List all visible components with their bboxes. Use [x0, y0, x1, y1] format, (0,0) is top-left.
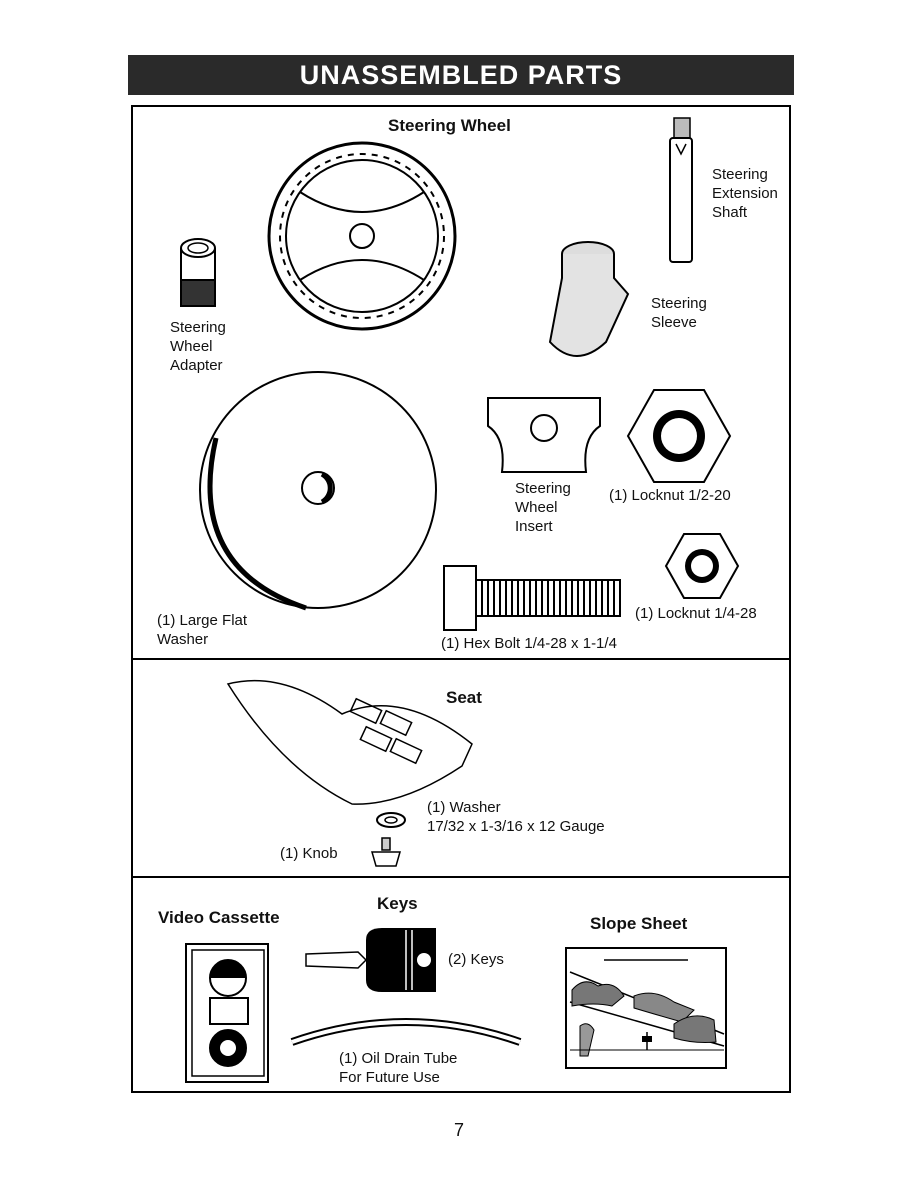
slope-sheet-drawing [565, 947, 727, 1069]
knob-label: (1) Knob [280, 845, 338, 862]
section-divider-2 [131, 876, 791, 878]
wheel-insert-label: Steering Wheel Insert [515, 480, 571, 535]
wheel-adapter-label: Steering Wheel Adapter [170, 319, 226, 374]
keys-label: (2) Keys [448, 951, 504, 968]
wheel-adapter-drawing [180, 238, 216, 307]
key-drawing [305, 928, 436, 992]
seat-label: Seat [446, 688, 482, 707]
locknut-quarter-label: (1) Locknut 1/4-28 [635, 605, 757, 622]
page-title: UNASSEMBLED PARTS [299, 59, 623, 90]
seat-drawing [226, 679, 473, 805]
oil-tube-label: (1) Oil Drain Tube For Future Use [339, 1050, 458, 1086]
steering-sleeve-drawing [548, 241, 630, 357]
keys-title: Keys [377, 894, 418, 913]
oil-tube-drawing [290, 1018, 522, 1046]
title-banner: UNASSEMBLED PARTS [128, 55, 794, 95]
seat-washer-drawing [376, 812, 406, 828]
seat-washer-label: (1) Washer 17/32 x 1-3/16 x 12 Gauge [427, 799, 605, 835]
section-divider-1 [131, 658, 791, 660]
locknut-quarter-drawing [664, 533, 740, 599]
hex-bolt-label: (1) Hex Bolt 1/4-28 x 1-1/4 [441, 635, 617, 652]
video-cassette-label: Video Cassette [158, 908, 280, 927]
parts-frame [131, 105, 791, 1093]
steering-wheel-label: Steering Wheel [388, 116, 511, 135]
steering-wheel-drawing [267, 141, 457, 331]
large-washer-label: (1) Large Flat Washer [157, 612, 248, 648]
knob-drawing [371, 837, 401, 867]
locknut-half-label: (1) Locknut 1/2-20 [609, 487, 731, 504]
hex-bolt-drawing [443, 565, 621, 631]
extension-shaft-label: Steering Extension Shaft [712, 166, 778, 221]
steering-sleeve-label: Steering Sleeve [651, 295, 707, 331]
locknut-half-drawing [626, 389, 732, 483]
large-washer-drawing [199, 371, 437, 611]
wheel-insert-drawing [487, 397, 601, 473]
extension-shaft-drawing [669, 117, 693, 263]
video-cassette-drawing [185, 943, 269, 1083]
page-number: 7 [453, 1120, 464, 1140]
slope-sheet-label: Slope Sheet [590, 914, 688, 933]
